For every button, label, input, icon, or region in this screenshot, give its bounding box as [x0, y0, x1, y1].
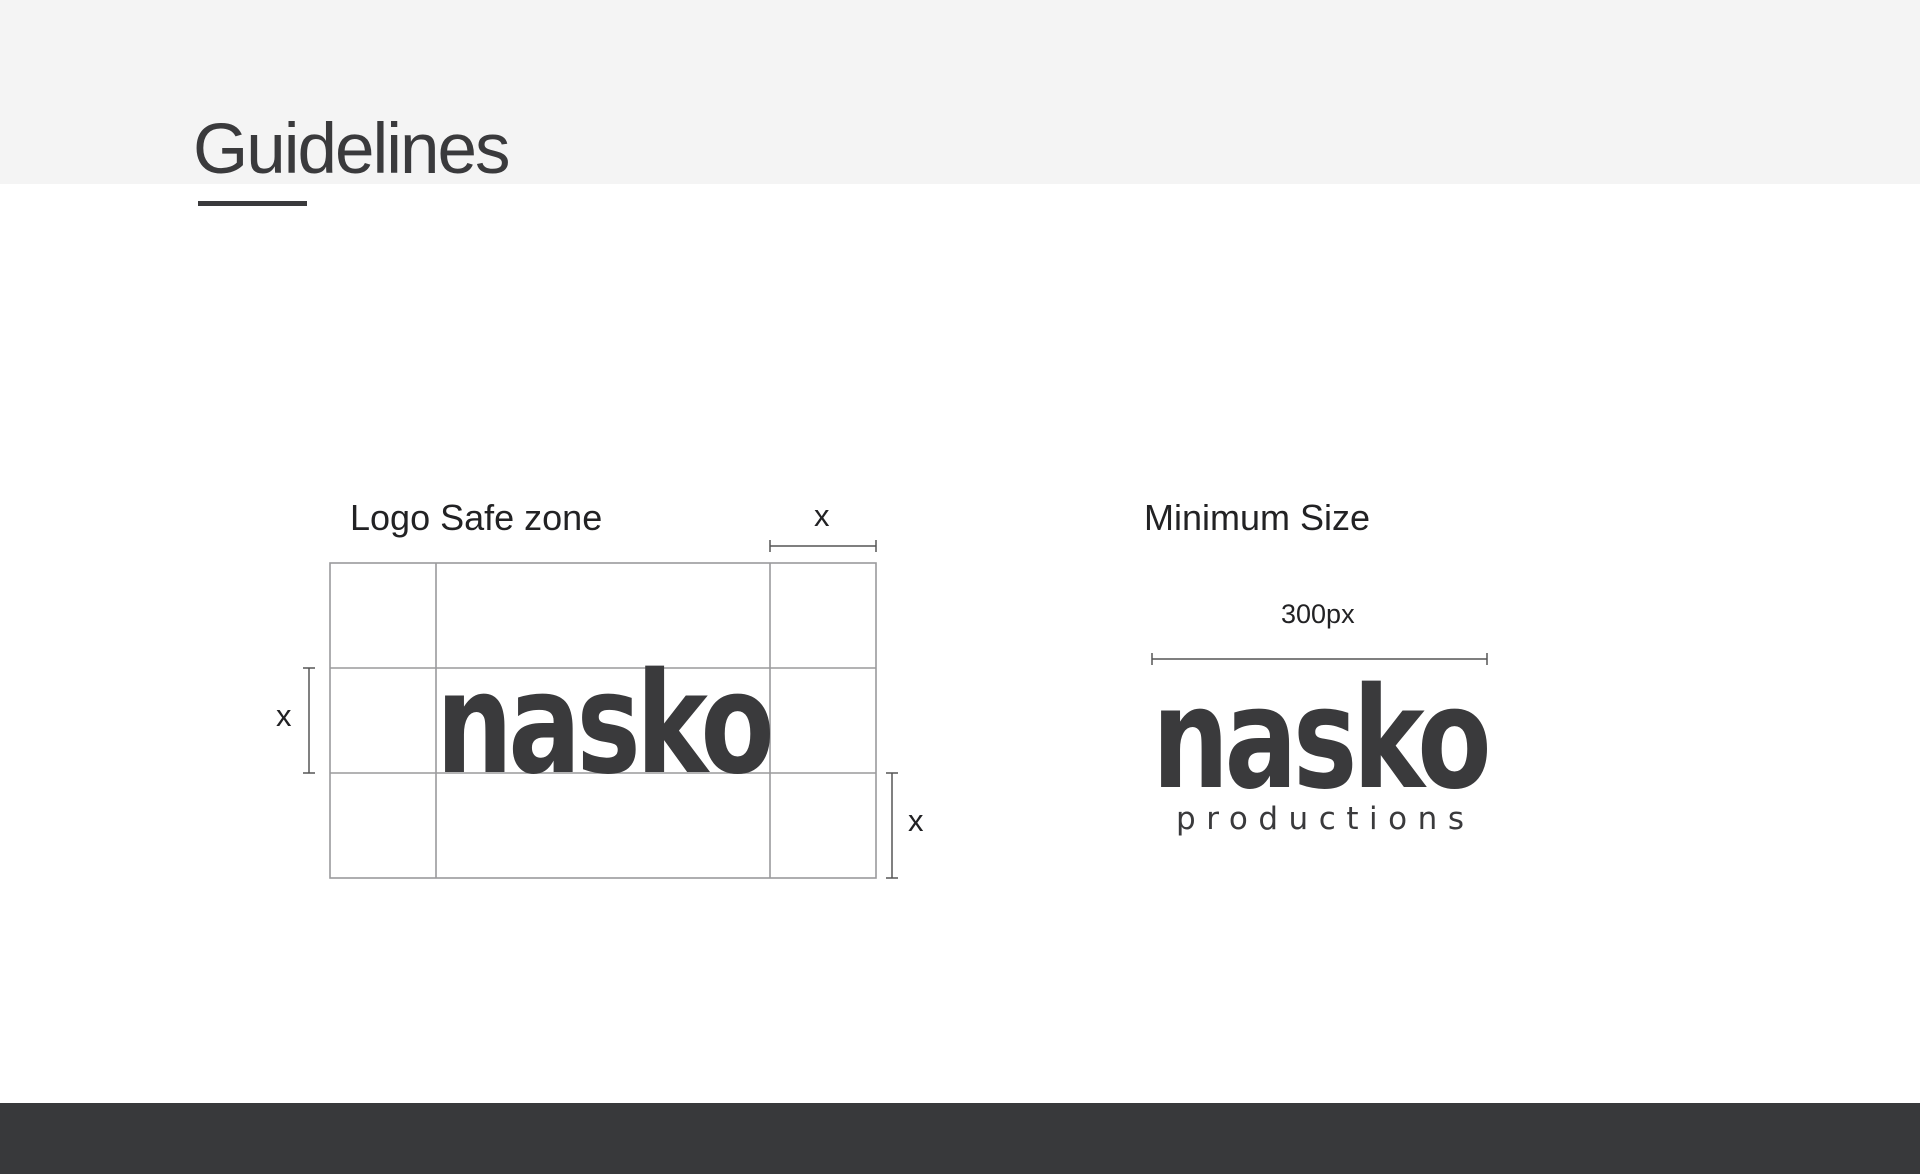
dimension-marker-bottom-right [886, 772, 898, 879]
safe-zone-label: Logo Safe zone [350, 497, 603, 538]
footer-band [0, 1103, 1920, 1174]
page-title: Guidelines [193, 110, 510, 189]
header-band [0, 0, 1920, 184]
dimension-marker-left [303, 667, 315, 774]
dimension-marker-top [769, 540, 877, 552]
minimum-width-label: 300px [1281, 599, 1355, 629]
safe-zone-logo: nasko [436, 643, 771, 806]
minimum-size-logo: nasko [1152, 658, 1488, 821]
dimension-x-top: x [814, 498, 830, 533]
title-underline [198, 201, 307, 206]
dimension-x-left: x [276, 698, 292, 733]
minimum-size-label: Minimum Size [1144, 497, 1371, 538]
minimum-width-marker [1151, 653, 1488, 665]
dimension-x-bottom-right: x [908, 803, 924, 838]
safe-zone-grid [329, 562, 877, 879]
